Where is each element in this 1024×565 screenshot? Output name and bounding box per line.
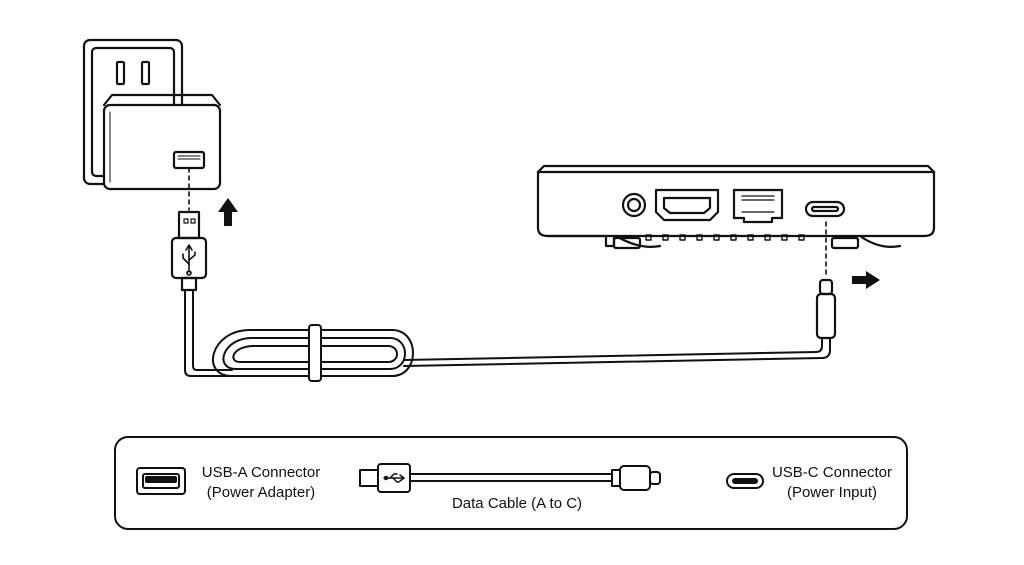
- legend-usb-a-label: USB-A Connector (Power Adapter): [196, 463, 326, 503]
- power-adapter-icon: [102, 93, 222, 191]
- usb-a-port-icon: [136, 467, 186, 495]
- tv-box-icon: [536, 164, 936, 250]
- legend-panel: [114, 436, 908, 530]
- usb-symbol-icon: [182, 244, 196, 276]
- legend-cable-label: Data Cable (A to C): [451, 495, 583, 512]
- usb-c-port-icon: [804, 200, 846, 218]
- legend-usb-c-label: USB-C Connector (Power Input): [766, 463, 898, 503]
- arrow-up-icon: [218, 198, 238, 226]
- hdmi-port-icon: [654, 188, 720, 222]
- usb-c-plug-icon: [815, 278, 837, 340]
- cable: [184, 289, 831, 382]
- legend-usb-a-subtitle: (Power Adapter): [206, 484, 316, 501]
- usb-a-to-c-cable-icon: [359, 463, 661, 493]
- legend-usb-a-title: USB-A Connector: [201, 464, 321, 481]
- legend-usb-c-title: USB-C Connector: [771, 464, 893, 481]
- arrow-right-icon: [852, 271, 880, 289]
- audio-jack-icon: [621, 192, 647, 218]
- usb-a-plug-icon: [170, 210, 208, 292]
- usb-c-legend-icon: [726, 473, 764, 489]
- ethernet-port-icon: [732, 188, 784, 224]
- legend-usb-c-subtitle: (Power Input): [786, 484, 878, 501]
